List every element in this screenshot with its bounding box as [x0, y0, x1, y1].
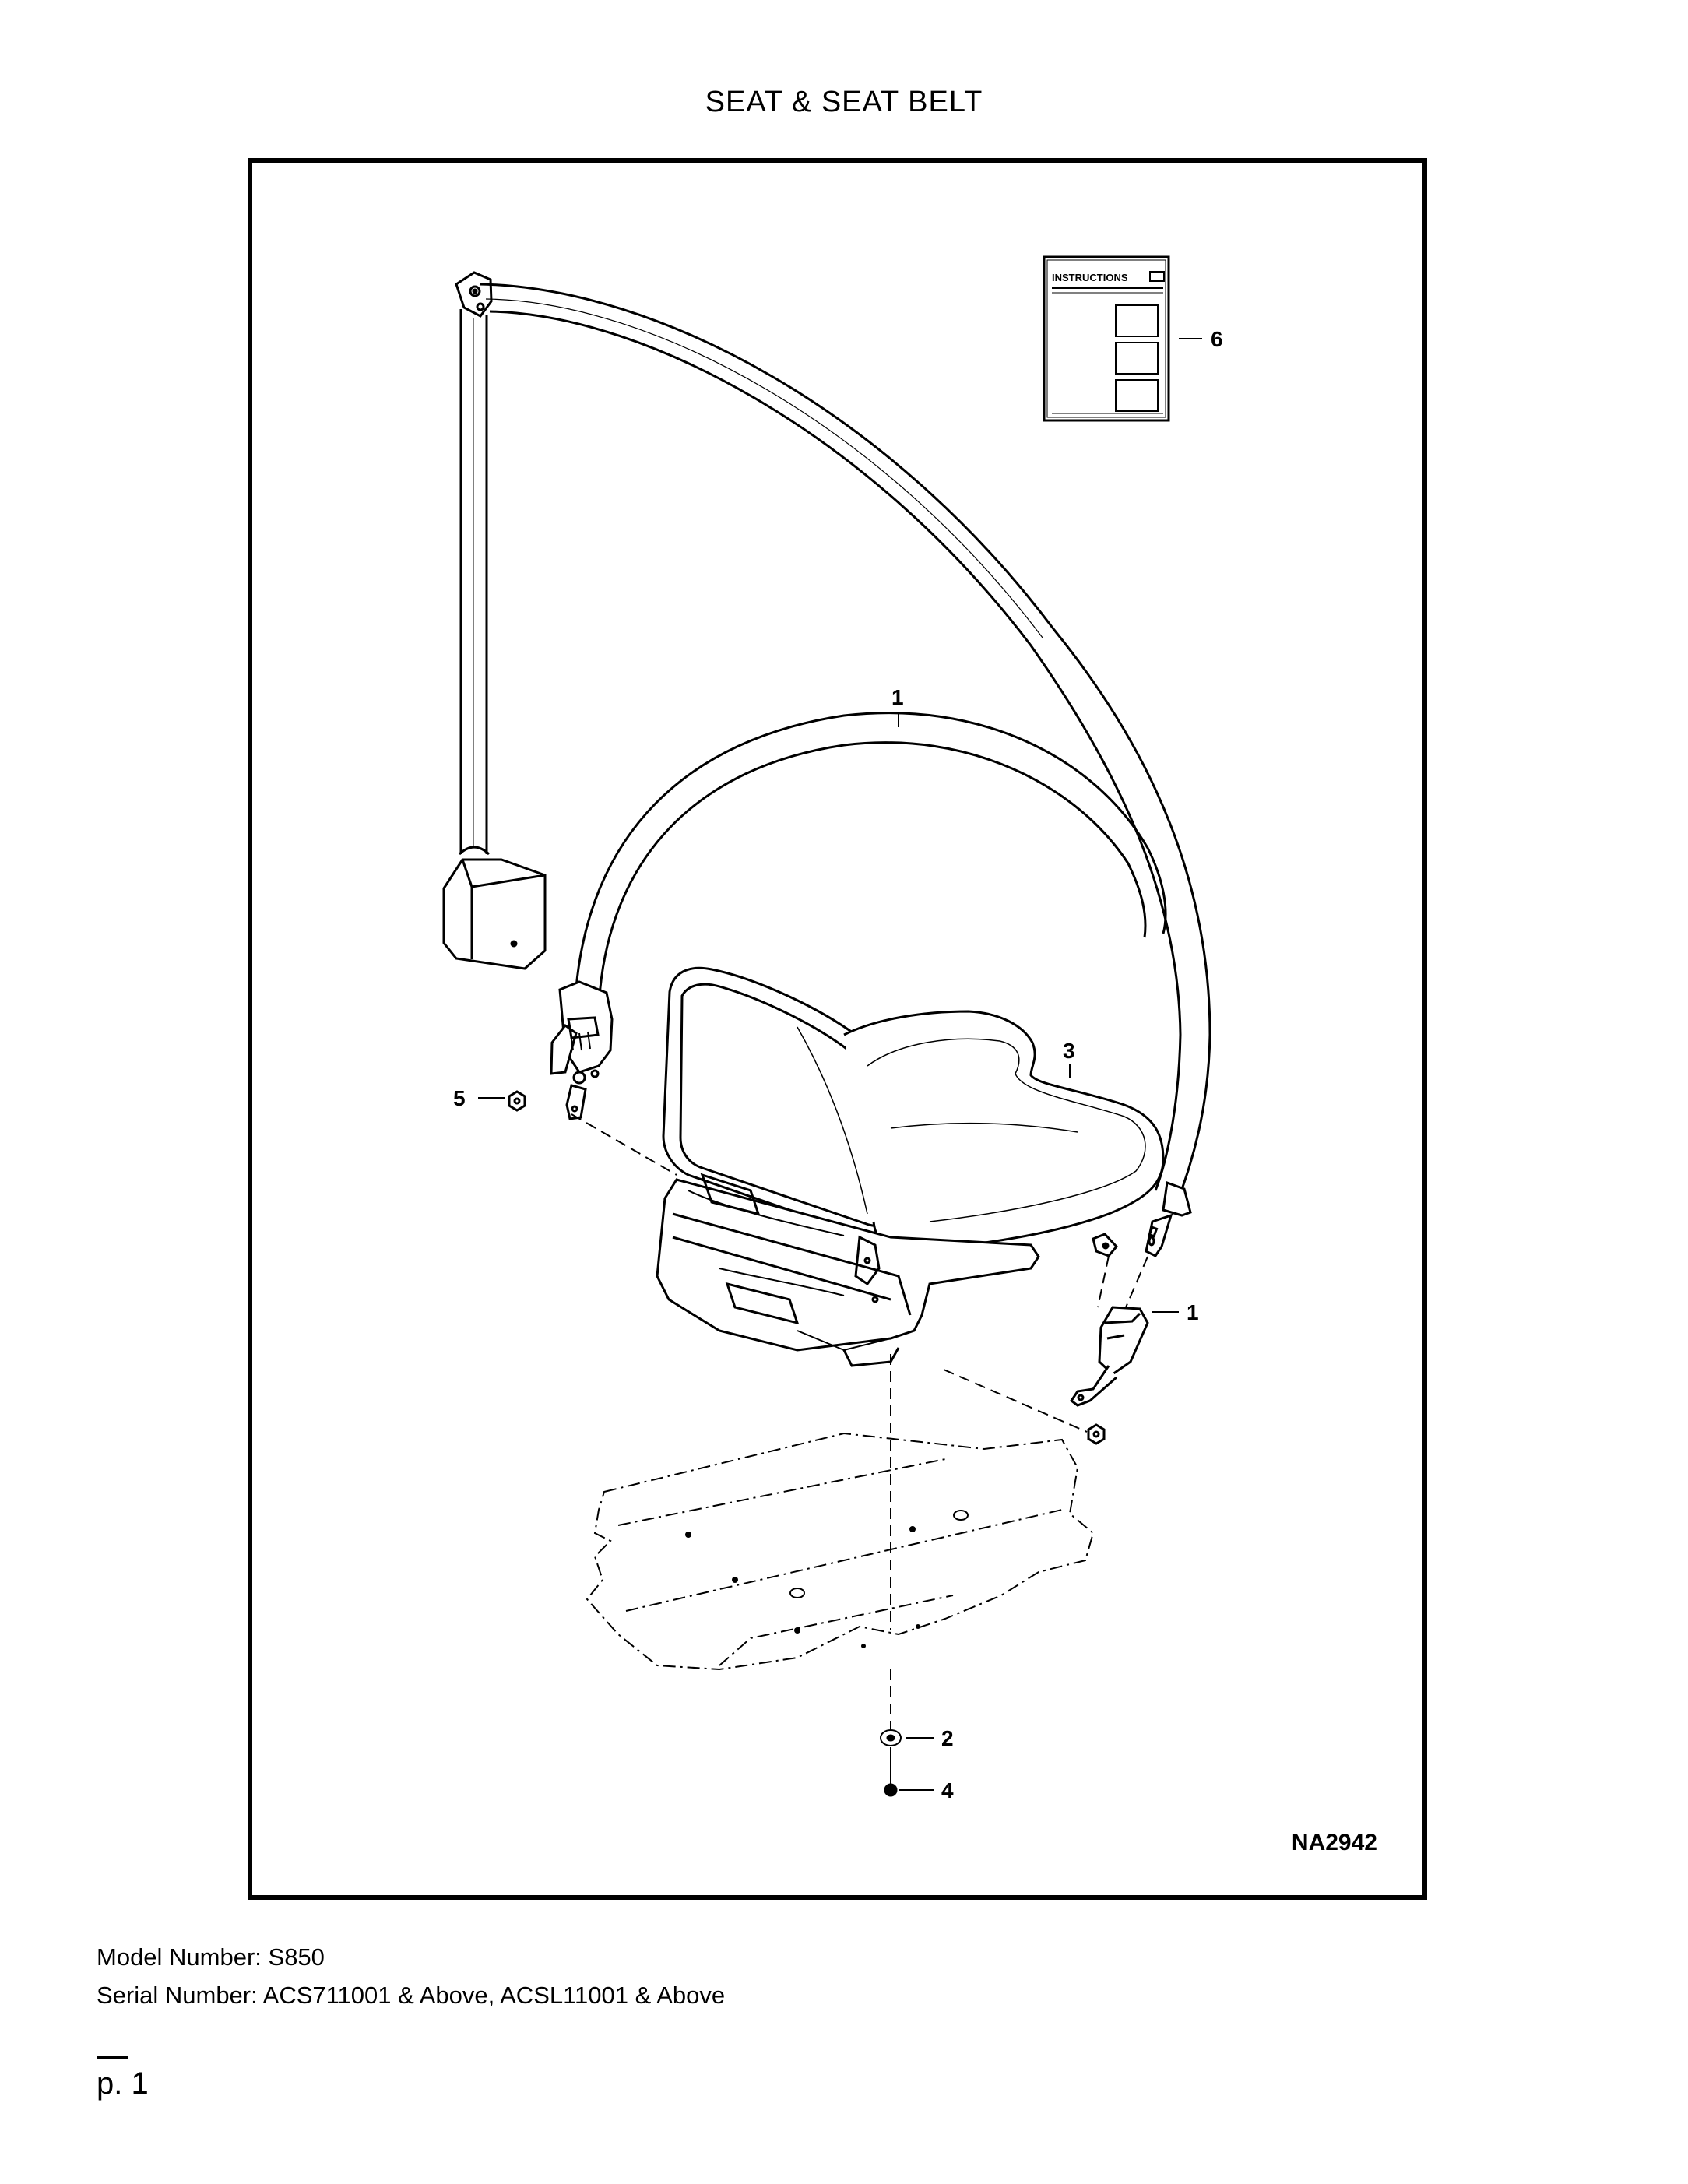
callout-4: 4: [941, 1778, 954, 1802]
model-number: Model Number: S850: [97, 1943, 325, 1971]
page-number: p. 1: [97, 2066, 149, 2101]
instruction-card: INSTRUCTIONS: [1044, 257, 1169, 420]
mounting-floor: [587, 1433, 1093, 1669]
assembly-lines: [571, 1114, 1148, 1738]
figure-id: NA2942: [1291, 1830, 1377, 1855]
seat-assembly: [657, 968, 1163, 1366]
mounting-floor-slots: [790, 1511, 968, 1598]
callout-1-buckle: 1: [1187, 1300, 1199, 1324]
page-number-rule: [97, 2056, 128, 2059]
callout-3: 3: [1063, 1039, 1075, 1063]
figure-frame: INSTRUCTIONS: [248, 158, 1427, 1900]
callout-6: 6: [1211, 327, 1223, 351]
callout-2: 2: [941, 1726, 954, 1750]
callout-1-lap-belt: 1: [891, 685, 904, 709]
page-title: SEAT & SEAT BELT: [705, 86, 983, 118]
exploded-view-drawing: INSTRUCTIONS: [252, 163, 1223, 1802]
serial-number: Serial Number: ACS711001 & Above, ACSL11…: [97, 1982, 726, 2009]
shoulder-belt: [444, 273, 1210, 1256]
lap-belt: [509, 713, 1166, 1444]
washer-and-bolt: [881, 1730, 901, 1796]
callout-leaders: [478, 339, 1202, 1790]
instruction-card-label: INSTRUCTIONS: [1052, 272, 1128, 283]
mounting-floor-holes: [685, 1526, 920, 1648]
callout-5: 5: [453, 1086, 466, 1110]
